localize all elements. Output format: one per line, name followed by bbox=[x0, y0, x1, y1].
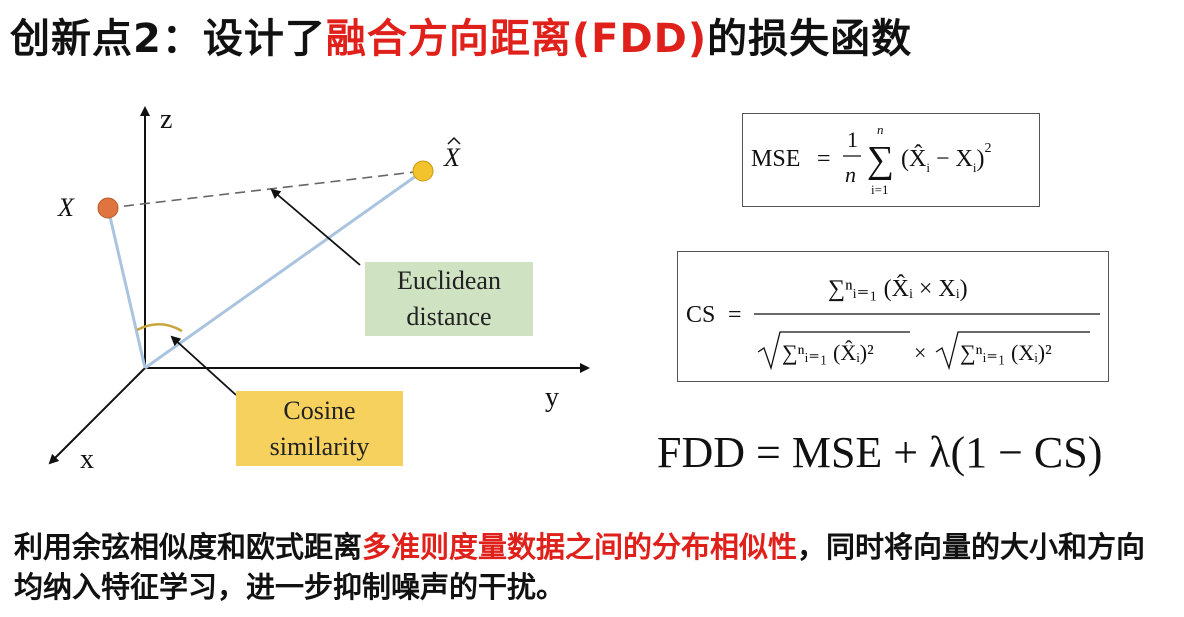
euclidean-label-line1: Euclidean bbox=[397, 266, 501, 295]
mse-formula-box: MSE = 1 n n ∑ i=1 (X̂i − Xi)2 bbox=[742, 113, 1040, 207]
cs-formula-box: CS = ∑ⁿᵢ₌₁ (X̂ᵢ × Xᵢ) ∑ⁿᵢ₌₁ (X̂ᵢ)² × ∑ⁿᵢ… bbox=[677, 251, 1109, 382]
xhat-hat-mark bbox=[447, 136, 461, 145]
title-highlight: 融合方向距离(FDD) bbox=[325, 16, 708, 62]
description-part2: ，同时将向量的大小和方向均纳入特征学习，进一步抑制噪声的干扰。 bbox=[14, 530, 1146, 604]
cs-sqrt-right bbox=[935, 331, 1090, 371]
point-xhat bbox=[412, 160, 434, 182]
cs-den-times: × bbox=[914, 340, 926, 365]
mse-sum-top: n bbox=[877, 122, 884, 137]
title-suffix: 的损失函数 bbox=[707, 16, 913, 62]
cosine-similarity-label: Cosine similarity bbox=[236, 391, 403, 466]
euclidean-distance-label: Euclidean distance bbox=[365, 262, 533, 336]
cs-lhs: CS bbox=[686, 302, 715, 328]
cosine-angle-arc bbox=[136, 323, 183, 333]
point-x-label: X bbox=[57, 193, 75, 222]
fdd-formula: FDD = MSE + λ(1 − CS) bbox=[657, 428, 1103, 477]
mse-formula: MSE = 1 n n ∑ i=1 (X̂i − Xi)2 bbox=[751, 122, 991, 197]
cs-numerator: ∑ⁿᵢ₌₁ (X̂ᵢ × Xᵢ) bbox=[828, 274, 968, 302]
x-axis-label: x bbox=[80, 444, 94, 475]
mse-lhs: MSE bbox=[751, 146, 800, 172]
vector-x bbox=[106, 207, 147, 369]
cs-sqrt-left bbox=[757, 331, 910, 371]
mse-frac-den: n bbox=[845, 162, 856, 187]
mse-body: (X̂i − Xi)2 bbox=[901, 141, 991, 175]
description-paragraph: 利用余弦相似度和欧式距离多准则度量数据之间的分布相似性，同时将向量的大小和方向均… bbox=[14, 527, 1174, 607]
cosine-pointer-arrow bbox=[170, 335, 237, 396]
mse-sum-bottom: i=1 bbox=[871, 182, 888, 197]
x-axis bbox=[48, 367, 146, 465]
mse-frac-num: 1 bbox=[847, 127, 858, 152]
description-highlight: 多准则度量数据之间的分布相似性 bbox=[362, 530, 798, 564]
title-prefix: 创新点2：设计了 bbox=[10, 16, 326, 62]
cs-equals: = bbox=[728, 302, 742, 328]
cosine-label-line2: similarity bbox=[269, 431, 370, 461]
euclidean-label-line2: distance bbox=[406, 302, 492, 331]
vector-diagram: z y x X X bbox=[48, 104, 590, 475]
mse-sigma: ∑ bbox=[867, 139, 894, 181]
mse-equals: = bbox=[817, 146, 831, 172]
z-axis-label: z bbox=[160, 104, 172, 135]
cs-formula: CS = ∑ⁿᵢ₌₁ (X̂ᵢ × Xᵢ) ∑ⁿᵢ₌₁ (X̂ᵢ)² × ∑ⁿᵢ… bbox=[686, 274, 1100, 371]
cosine-label-line1: Cosine bbox=[283, 395, 356, 425]
y-axis-label: y bbox=[545, 382, 559, 413]
point-xhat-label: X bbox=[443, 143, 461, 172]
page-title: 创新点2：设计了融合方向距离(FDD)的损失函数 bbox=[10, 6, 912, 64]
euclidean-pointer-arrow bbox=[270, 188, 361, 266]
vector-xhat bbox=[144, 169, 424, 370]
description-part1: 利用余弦相似度和欧式距离 bbox=[14, 530, 363, 564]
euclidean-distance-line bbox=[107, 170, 424, 209]
cs-den-left: ∑ⁿᵢ₌₁ (X̂ᵢ)² bbox=[782, 340, 874, 365]
point-x bbox=[97, 197, 119, 219]
cs-den-right: ∑ⁿᵢ₌₁ (Xᵢ)² bbox=[960, 340, 1052, 365]
